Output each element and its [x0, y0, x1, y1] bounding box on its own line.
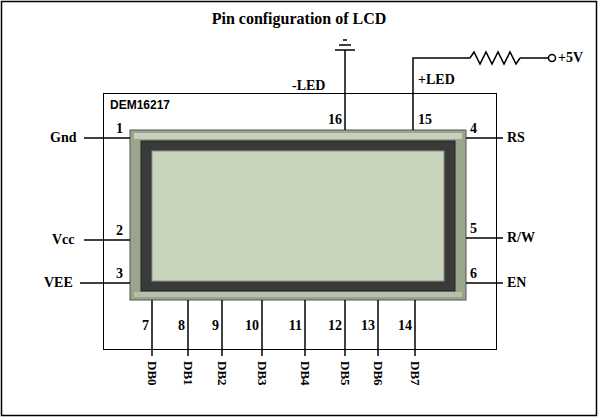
- pin-number: 8: [178, 318, 185, 334]
- ground-symbol: [343, 39, 347, 41]
- pin-name: R/W: [507, 230, 535, 246]
- pin-name: DB5: [337, 361, 353, 386]
- pin-wire: [304, 300, 306, 356]
- pin-number: 13: [361, 318, 375, 334]
- pin-name: -LED: [292, 78, 325, 94]
- pin-number: 12: [328, 318, 342, 334]
- pin-name: DB6: [370, 361, 386, 386]
- pin-name: DB2: [214, 361, 230, 386]
- pin-wire: [84, 137, 130, 139]
- supply-terminal: [549, 55, 556, 62]
- pin-number: 1: [116, 121, 123, 137]
- pin-wire: [466, 237, 503, 239]
- pin-wire: [221, 300, 223, 356]
- supply-label: +5V: [558, 50, 583, 66]
- lcd-screen: [152, 151, 444, 281]
- pin-number: 6: [470, 266, 477, 282]
- resistor-symbol: [470, 52, 520, 64]
- pin-number: 10: [245, 318, 259, 334]
- pin-number: 16: [328, 112, 342, 128]
- lcd-bezel: [141, 141, 455, 291]
- pin-wire: [413, 58, 470, 130]
- pin-number: 2: [116, 223, 123, 239]
- pin-wire: [466, 282, 503, 284]
- pin-name: DB0: [144, 361, 160, 386]
- pin-wire: [187, 300, 189, 356]
- pin-wire: [377, 300, 379, 356]
- pin-wire: [520, 57, 548, 59]
- pin-number: 5: [470, 221, 477, 237]
- pin-number: 15: [418, 112, 432, 128]
- pin-name: VEE: [44, 275, 73, 291]
- pin-name: DB4: [297, 361, 313, 386]
- pin-number: 14: [398, 318, 412, 334]
- pin-name: Vcc: [52, 232, 75, 248]
- pin-number: 4: [470, 121, 477, 137]
- lcd-bottom-strip: [134, 292, 462, 297]
- pin-wire: [84, 239, 130, 241]
- pin-name: DB1: [180, 361, 196, 386]
- pin-wire: [80, 282, 130, 284]
- pin-name: EN: [507, 275, 526, 291]
- lcd-module: DEM16217: [103, 93, 497, 350]
- pin-wires: [80, 40, 548, 356]
- pin-wire: [151, 300, 153, 356]
- pin-wire: [344, 300, 346, 356]
- pin-name: DB7: [407, 361, 423, 386]
- pin-name: +LED: [418, 72, 455, 88]
- lcd-top-strip: [134, 133, 462, 139]
- pin-name: DB3: [254, 361, 270, 386]
- module-label: DEM16217: [104, 94, 176, 116]
- ground-symbol: [339, 44, 351, 46]
- pin-wire: [466, 137, 503, 139]
- pin-number: 7: [142, 318, 149, 334]
- diagram-title: Pin configuration of LCD: [0, 10, 598, 28]
- pin-number: 9: [212, 318, 219, 334]
- lcd-pcb: [130, 130, 466, 300]
- pin-number: 11: [289, 318, 302, 334]
- pin-name: RS: [507, 130, 525, 146]
- pin-wire: [344, 50, 346, 130]
- pin-wire: [414, 300, 416, 356]
- ground-symbol: [335, 49, 355, 51]
- pin-wire: [261, 300, 263, 356]
- pin-number: 3: [116, 266, 123, 282]
- pin-name: Gnd: [50, 130, 76, 146]
